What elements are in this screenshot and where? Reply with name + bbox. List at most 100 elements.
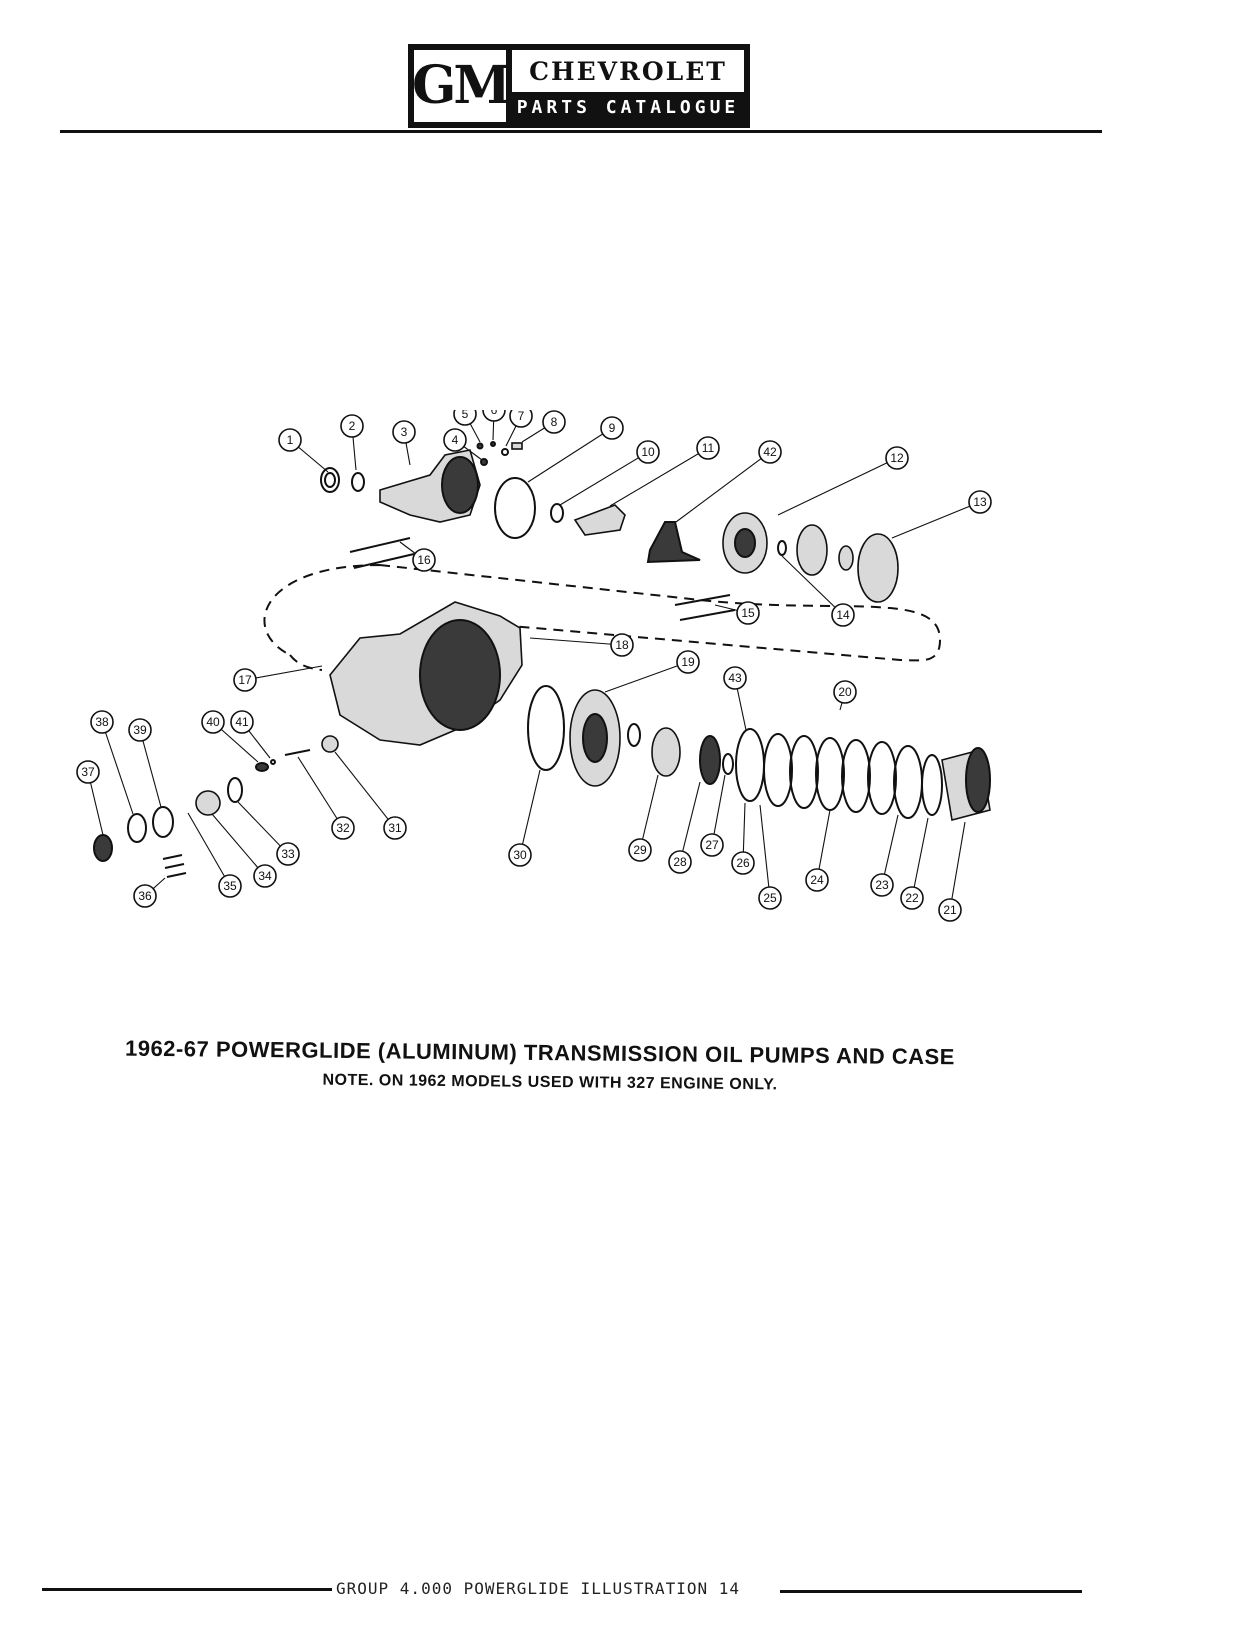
callout-balloon-31 (383, 816, 407, 840)
callout-number-35: 35 (223, 879, 237, 893)
leader-line-12 (777, 457, 898, 516)
leader-line-42 (675, 451, 771, 523)
callout-5: 5 (453, 410, 477, 426)
callout-39: 39 (128, 718, 152, 742)
callout-number-1: 1 (287, 433, 294, 447)
callout-36: 36 (133, 884, 157, 908)
callout-balloon-17 (233, 668, 257, 692)
callout-number-29: 29 (633, 843, 647, 857)
callout-11: 11 (696, 436, 720, 460)
gasket-part-9 (494, 477, 536, 539)
leader-line-28 (679, 781, 701, 863)
footer-rule-right (780, 1590, 1082, 1593)
callout-30: 30 (508, 843, 532, 867)
bolts-part-15 (674, 594, 736, 621)
callout-balloon-35 (218, 874, 242, 898)
callout-17: 17 (233, 668, 257, 692)
callout-33: 33 (276, 842, 300, 866)
gm-chevrolet-logo: GM CHEVROLET PARTS CATALOGUE (408, 44, 750, 128)
leader-line-22 (911, 817, 929, 899)
callout-balloon-10 (636, 440, 660, 464)
callout-15: 15 (736, 601, 760, 625)
callout-number-6: 6 (491, 410, 498, 417)
callout-balloon-32 (331, 816, 355, 840)
callout-balloon-24 (805, 868, 829, 892)
footer-rule-left (42, 1588, 332, 1591)
callout-balloon-29 (628, 838, 652, 862)
callout-balloon-28 (668, 850, 692, 874)
callout-balloon-5 (453, 410, 477, 426)
gear-part-12-a (796, 524, 828, 576)
part-8 (511, 442, 523, 450)
leader-line-25 (759, 804, 771, 899)
callout-number-37: 37 (81, 765, 95, 779)
callout-balloon-12 (885, 446, 909, 470)
part-7 (501, 448, 509, 456)
gear-part-12-b (838, 545, 854, 571)
callout-balloon-18 (610, 633, 634, 657)
callout-18: 18 (610, 633, 634, 657)
leader-line-10 (559, 451, 649, 506)
diagram-caption-title: 1962-67 POWERGLIDE (ALUMINUM) TRANSMISSI… (124, 1035, 956, 1070)
callout-35: 35 (218, 874, 242, 898)
callout-4: 4 (443, 428, 467, 452)
callout-2: 2 (340, 414, 364, 438)
leader-line-30 (519, 769, 541, 856)
ring-part-39 (152, 806, 174, 838)
callout-balloon-19 (676, 650, 700, 674)
front-pump-inner (582, 713, 608, 763)
ring-part-38 (127, 813, 147, 843)
callout-12: 12 (885, 446, 909, 470)
callout-number-3: 3 (401, 425, 408, 439)
callout-number-13: 13 (973, 495, 987, 509)
callout-14: 14 (831, 603, 855, 627)
callout-balloon-23 (870, 873, 894, 897)
seal-part-10 (550, 503, 564, 523)
callout-34: 34 (253, 864, 277, 888)
callout-balloon-43 (723, 666, 747, 690)
leader-line-17 (244, 665, 323, 681)
callout-number-12: 12 (890, 451, 904, 465)
callout-number-28: 28 (673, 855, 687, 869)
brand-name: CHEVROLET (512, 50, 744, 92)
callout-balloon-22 (900, 886, 924, 910)
callout-number-26: 26 (736, 856, 750, 870)
clutch-plate-stack (735, 728, 923, 819)
callout-number-18: 18 (615, 638, 629, 652)
callout-number-4: 4 (452, 433, 459, 447)
callout-23: 23 (870, 873, 894, 897)
diagram-caption-note: NOTE. ON 1962 MODELS USED WITH 327 ENGIN… (322, 1071, 778, 1094)
parts-drawing (93, 441, 991, 878)
callout-number-43: 43 (728, 671, 742, 685)
callout-balloon-25 (758, 886, 782, 910)
callout-balloon-4 (443, 428, 467, 452)
leader-line-29 (639, 774, 659, 851)
gm-logo-mark: GM (412, 50, 511, 122)
catalogue-subtitle: PARTS CATALOGUE (516, 96, 740, 118)
callout-balloon-40 (201, 710, 225, 734)
callout-leader-lines (87, 410, 981, 911)
callout-number-16: 16 (417, 553, 431, 567)
ring-part-33 (227, 777, 243, 803)
callout-number-2: 2 (349, 419, 356, 433)
leader-line-14 (781, 555, 844, 616)
ring-part-14 (777, 540, 787, 556)
callout-balloon-30 (508, 843, 532, 867)
callout-number-34: 34 (258, 869, 272, 883)
piston-part-34 (195, 790, 221, 816)
callout-balloon-34 (253, 864, 277, 888)
clutch-drum-face (965, 747, 991, 813)
callout-number-24: 24 (810, 873, 824, 887)
servo-piston-part-31 (321, 735, 339, 753)
gasket-part-30 (527, 685, 565, 771)
callout-32: 32 (331, 816, 355, 840)
callout-balloon-42 (758, 440, 782, 464)
callout-number-30: 30 (513, 848, 527, 862)
servo-pin-part-32 (284, 749, 311, 756)
callout-balloon-3 (392, 420, 416, 444)
leader-line-31 (334, 751, 396, 829)
bolts-part-16 (349, 537, 415, 569)
callout-7: 7 (509, 410, 533, 428)
leader-line-34 (211, 813, 266, 877)
callout-number-7: 7 (518, 410, 525, 423)
